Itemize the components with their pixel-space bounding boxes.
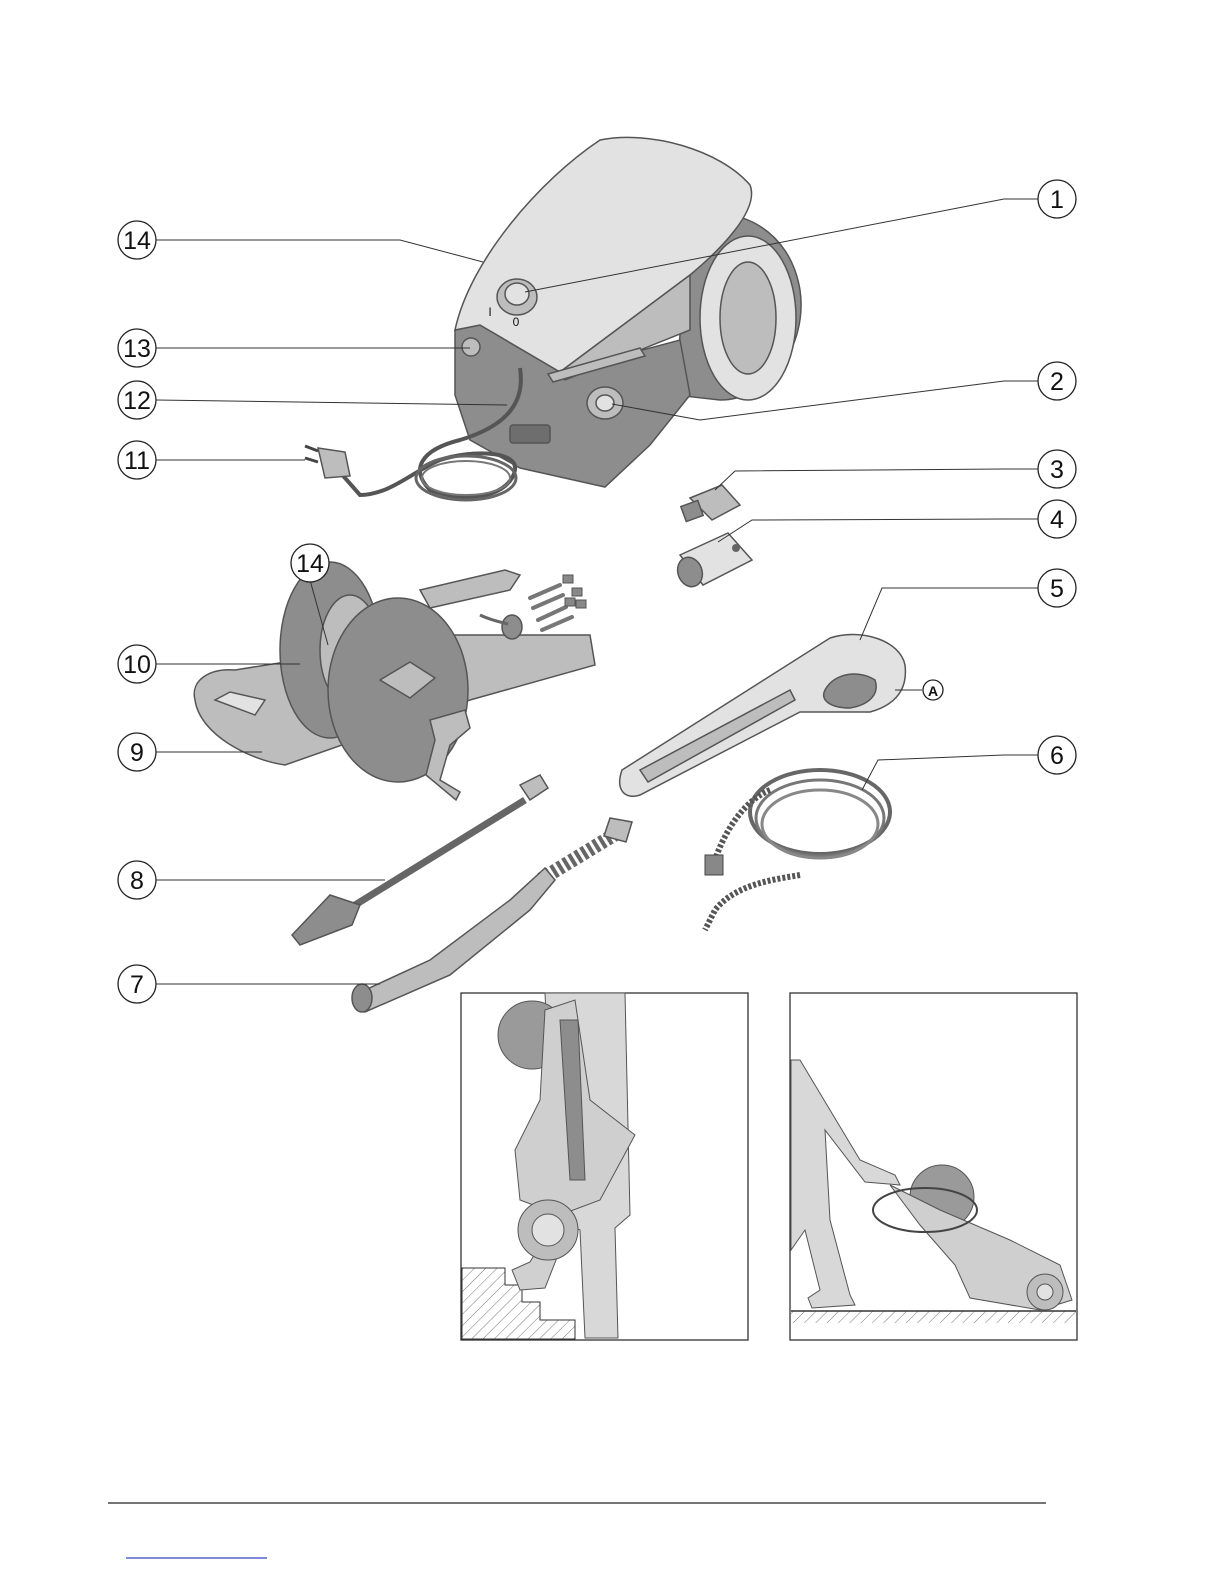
callout-8-label: 8: [130, 867, 144, 895]
callout-11: 11: [118, 441, 156, 479]
callout-9: 9: [118, 733, 156, 771]
hose-adapter: [681, 485, 740, 522]
callout-14-top: 14: [118, 221, 156, 259]
spray-wand: [352, 818, 632, 1012]
callout-6-label: 6: [1050, 742, 1064, 770]
mains-plug: [305, 446, 350, 478]
callout-5: 5: [1038, 569, 1076, 607]
callout-2-label: 2: [1050, 368, 1064, 396]
side-knob: [462, 338, 480, 356]
callout-14-reel: 14: [291, 544, 329, 582]
callout-A-label: A: [928, 683, 938, 699]
ground: [791, 1311, 1076, 1323]
callout-6: 6: [1038, 736, 1076, 774]
callout-8: 8: [118, 861, 156, 899]
mounting-screws: [530, 585, 572, 630]
callout-11-label: 11: [124, 447, 150, 475]
callout-10-label: 10: [123, 651, 151, 679]
spray-gun: [620, 634, 906, 796]
callout-10: 10: [118, 645, 156, 683]
switch-mark-off: 0: [513, 315, 520, 329]
panel-pulling-on-ground: [790, 993, 1077, 1340]
hose-reel-assembly: [194, 562, 595, 800]
callout-A: A: [923, 680, 943, 700]
mounting-nuts: [563, 575, 586, 608]
callout-12: 12: [118, 381, 156, 419]
pressure-washer-main-unit: I 0: [305, 137, 801, 500]
high-pressure-hose: [705, 770, 890, 930]
switch-mark-on: I: [488, 305, 491, 319]
callout-14-reel-label: 14: [296, 550, 324, 578]
callout-7: 7: [118, 965, 156, 1003]
callout-2: 2: [1038, 362, 1076, 400]
callout-3: 3: [1038, 450, 1076, 488]
panel-carrying-on-stairs: [461, 993, 748, 1340]
callout-14-top-label: 14: [123, 227, 151, 255]
callout-4-label: 4: [1050, 506, 1064, 534]
callout-7-label: 7: [130, 971, 144, 999]
callout-1-label: 1: [1050, 186, 1064, 214]
callout-5-label: 5: [1050, 575, 1064, 603]
hose-connector: [674, 533, 752, 590]
callout-13-label: 13: [123, 335, 151, 363]
callout-1: 1: [1038, 180, 1076, 218]
callout-3-label: 3: [1050, 456, 1064, 484]
callout-9-label: 9: [130, 739, 144, 767]
callout-4: 4: [1038, 500, 1076, 538]
callout-13: 13: [118, 329, 156, 367]
callout-12-label: 12: [123, 387, 151, 415]
